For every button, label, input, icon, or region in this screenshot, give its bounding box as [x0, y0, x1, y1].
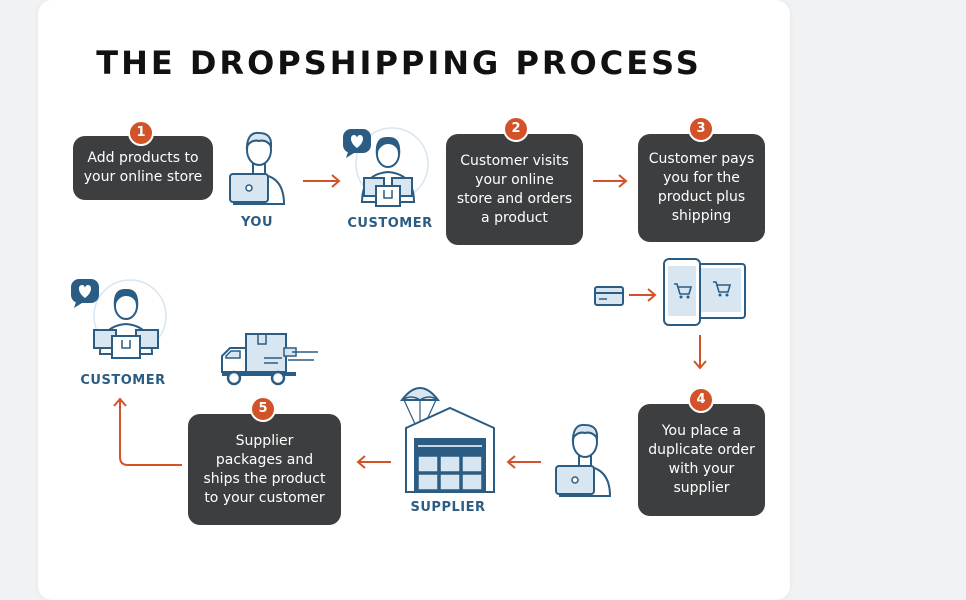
step-2-box: Customer visits your online store and or…: [446, 134, 583, 245]
step-3-number: 3: [688, 116, 714, 142]
step-5-box: Supplier packages and ships the product …: [188, 414, 341, 525]
warehouse-parachute-icon: [399, 387, 495, 493]
step-1-box: Add products to your online store: [73, 136, 213, 200]
customer-left-label: CUSTOMER: [80, 373, 166, 388]
arrow-icon: [629, 288, 657, 302]
page-title: THE DROPSHIPPING PROCESS: [96, 44, 702, 82]
person-laptop-icon: [229, 131, 286, 205]
credit-card-icon: [594, 286, 624, 306]
step-1-number: 1: [128, 120, 154, 146]
customer-packages-icon: [93, 279, 167, 359]
arrow-icon: [356, 455, 391, 469]
step-3-box: Customer pays you for the product plus s…: [638, 134, 765, 242]
step-5-number: 5: [250, 396, 276, 422]
arrow-icon: [303, 174, 341, 188]
step-4-number: 4: [688, 387, 714, 413]
arrow-icon: [593, 174, 628, 188]
you-label: YOU: [240, 215, 274, 230]
delivery-truck-icon: [221, 333, 318, 386]
supplier-label: SUPPLIER: [410, 500, 486, 515]
phone-tablet-cart-icon: [663, 258, 746, 326]
heart-bubble-icon: [343, 129, 371, 158]
person-laptop-icon: [555, 423, 612, 497]
step-2-number: 2: [503, 116, 529, 142]
customer-packages-icon: [355, 127, 429, 207]
arrow-icon: [693, 335, 707, 370]
arrow-icon: [113, 397, 182, 466]
customer-top-label: CUSTOMER: [347, 216, 433, 231]
heart-bubble-icon: [71, 279, 99, 308]
step-4-box: You place a duplicate order with your su…: [638, 404, 765, 516]
arrow-icon: [506, 455, 541, 469]
